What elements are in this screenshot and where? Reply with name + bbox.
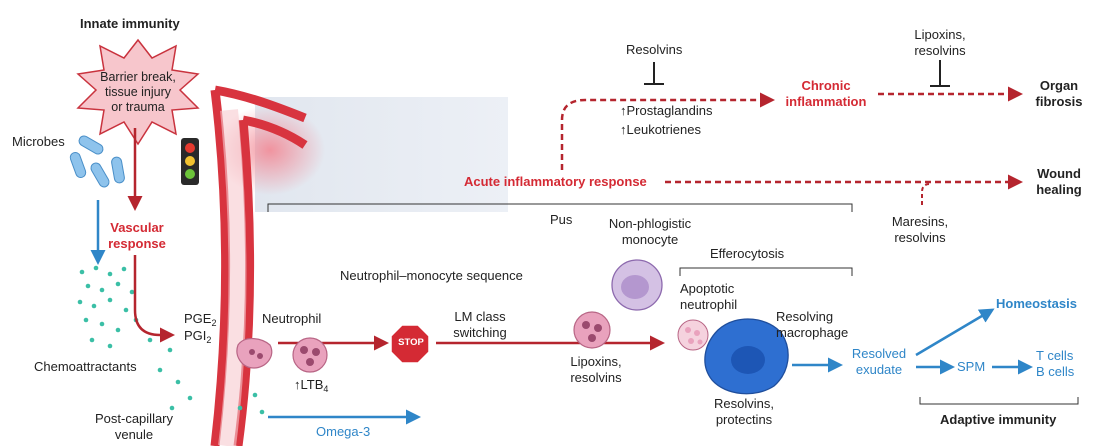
adaptive-immunity-label: Adaptive immunity bbox=[940, 412, 1057, 427]
efferocytosis-bracket bbox=[679, 267, 853, 276]
neutrophil-monocyte-sequence-label: Neutrophil–monocyte sequence bbox=[340, 268, 523, 283]
stop-label: STOP bbox=[398, 337, 424, 348]
resolvins-protectins-label: Resolvins,protectins bbox=[714, 396, 774, 427]
pus-label: Pus bbox=[550, 212, 573, 227]
prostaglandins-label: ↑Prostaglandins bbox=[620, 103, 713, 118]
arrow-vascular-to-pge bbox=[133, 255, 175, 343]
neutrophil-label: Neutrophil bbox=[262, 311, 322, 326]
maresins-connector bbox=[921, 183, 931, 205]
arrow-acute-to-chronic bbox=[560, 92, 775, 170]
resolvins-inhibition-bar bbox=[644, 62, 664, 85]
pus-bracket bbox=[267, 203, 853, 212]
efferocytosis-label: Efferocytosis bbox=[710, 246, 785, 261]
pge2-label: PGE2 bbox=[184, 311, 217, 328]
lipoxins-resolvins-mid-label: Lipoxins,resolvins bbox=[570, 354, 622, 385]
apoptotic-neutrophil-icon bbox=[677, 319, 709, 351]
arrow-exudate-to-homeostasis bbox=[915, 308, 995, 357]
stop-sign-icon bbox=[390, 324, 430, 364]
lipoxins-inhibition-bar bbox=[930, 60, 950, 87]
pgi2-label: PGI2 bbox=[184, 328, 212, 345]
migrating-neutrophil-icon bbox=[236, 338, 273, 369]
injury-starburst-icon bbox=[76, 38, 200, 146]
resolvins-top-label: Resolvins bbox=[626, 42, 683, 57]
post-capillary-venule-vessel bbox=[210, 85, 308, 446]
microbes-icon bbox=[69, 135, 125, 188]
chemoattractants-label: Chemoattractants bbox=[34, 359, 137, 374]
spm-label: SPM bbox=[957, 359, 986, 374]
traffic-light-icon bbox=[181, 138, 199, 185]
homeostasis-label: Homeostasis bbox=[996, 296, 1077, 311]
acute-inflammatory-response-label: Acute inflammatory response bbox=[464, 174, 647, 189]
chemoattractant-dots bbox=[77, 265, 265, 415]
neutrophil-lipoxins-icon bbox=[573, 311, 611, 349]
microbes-label: Microbes bbox=[12, 134, 65, 149]
omega3-label: Omega-3 bbox=[316, 424, 371, 439]
resolving-macrophage-icon bbox=[704, 318, 789, 395]
innate-immunity-label: Innate immunity bbox=[80, 16, 180, 31]
maresins-resolvins-label: Maresins,resolvins bbox=[891, 214, 949, 245]
leukotrienes-label: ↑Leukotrienes bbox=[620, 122, 701, 137]
neutrophil-ltb4-icon bbox=[292, 337, 328, 373]
lipoxins-resolvins-top-label: Lipoxins,resolvins bbox=[914, 27, 966, 58]
adaptive-immunity-bracket bbox=[919, 397, 1079, 405]
ltb4-label: ↑LTB4 bbox=[294, 377, 329, 394]
non-phlogistic-monocyte-icon bbox=[611, 259, 663, 311]
